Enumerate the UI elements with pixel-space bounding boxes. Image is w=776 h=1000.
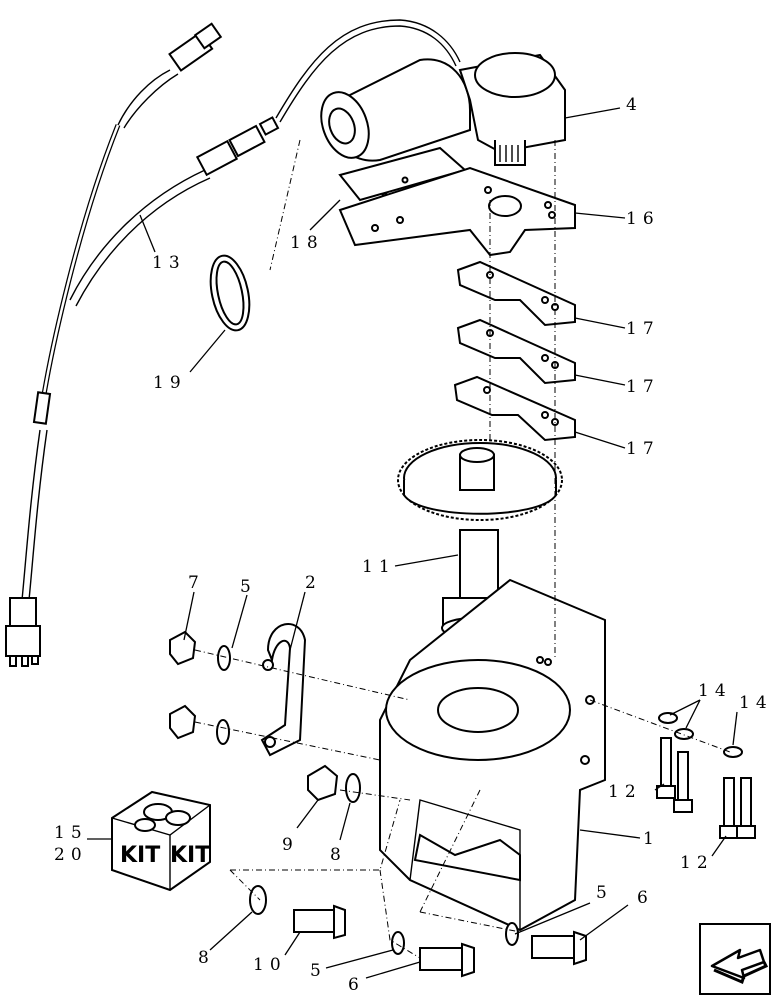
callout-12-a: 12 bbox=[608, 782, 642, 802]
connector-middle bbox=[195, 116, 280, 177]
bolt-6-bottom-right bbox=[531, 930, 587, 966]
washer-8-right bbox=[345, 773, 361, 803]
callout-4: 4 bbox=[626, 95, 643, 115]
motor-assembly bbox=[320, 52, 566, 166]
callout-17-c: 17 bbox=[626, 439, 660, 459]
callout-19: 19 bbox=[153, 373, 187, 393]
callout-16: 16 bbox=[626, 209, 660, 229]
washer-5-bottom-left bbox=[391, 931, 405, 955]
callout-8-right: 8 bbox=[330, 845, 347, 865]
bolt-12-mid bbox=[673, 751, 693, 813]
arrow-bottom-left-icon[interactable] bbox=[699, 923, 771, 995]
callout-14-a: 14 bbox=[698, 681, 732, 701]
callout-13: 13 bbox=[152, 253, 186, 273]
callout-6-bottom-left: 6 bbox=[348, 975, 365, 995]
wiring-harness bbox=[5, 19, 461, 667]
connector-upper bbox=[168, 22, 223, 72]
callout-9: 9 bbox=[282, 835, 299, 855]
callout-20: 20 bbox=[54, 845, 88, 865]
callout-17-a: 17 bbox=[626, 319, 660, 339]
callout-7: 7 bbox=[188, 573, 205, 593]
callout-12-b: 12 bbox=[680, 853, 714, 873]
washer-5-bottom-right bbox=[505, 922, 519, 946]
kit-box: KIT KIT bbox=[111, 790, 211, 892]
callout-8-bottom: 8 bbox=[198, 948, 215, 968]
callout-1: 1 bbox=[643, 829, 660, 849]
callout-10: 10 bbox=[253, 955, 287, 975]
washer-lower bbox=[216, 719, 230, 745]
bolt-12-left bbox=[656, 737, 676, 799]
shim-3 bbox=[453, 375, 576, 442]
kit-label-right: KIT bbox=[170, 843, 210, 868]
callout-11: 11 bbox=[362, 557, 396, 577]
callout-5-bottom-left: 5 bbox=[310, 961, 327, 981]
washer-5-upper bbox=[217, 645, 231, 671]
leader-lines bbox=[87, 107, 738, 979]
bolt-10 bbox=[293, 904, 346, 940]
callout-15: 15 bbox=[54, 823, 88, 843]
callout-5-upper: 5 bbox=[240, 577, 257, 597]
kit-label-left: KIT bbox=[120, 843, 160, 868]
callout-6-bottom-right: 6 bbox=[637, 888, 654, 908]
mounting-plate bbox=[338, 166, 576, 257]
shim-1 bbox=[456, 260, 576, 327]
callout-17-b: 17 bbox=[626, 377, 660, 397]
nut-9 bbox=[307, 764, 339, 802]
washer-8-bottom bbox=[249, 885, 267, 915]
callout-18: 18 bbox=[290, 233, 324, 253]
shim-2 bbox=[456, 318, 576, 385]
callout-labels: 4 16 17 17 17 18 13 19 11 2 5 7 1 14 14 … bbox=[54, 95, 773, 995]
nut-lower bbox=[169, 704, 197, 740]
housing-bracket bbox=[379, 578, 606, 932]
clamp-bracket bbox=[260, 623, 307, 757]
bolt-12-right bbox=[719, 777, 756, 839]
center-lines bbox=[194, 139, 731, 959]
bolt-6-bottom-left bbox=[419, 942, 475, 978]
nut-7-upper bbox=[169, 630, 197, 666]
connector-lower bbox=[5, 597, 41, 667]
drive-belt bbox=[209, 254, 251, 332]
callout-2: 2 bbox=[305, 573, 322, 593]
callout-5-bottom-right: 5 bbox=[596, 883, 613, 903]
callout-14-b: 14 bbox=[739, 693, 773, 713]
